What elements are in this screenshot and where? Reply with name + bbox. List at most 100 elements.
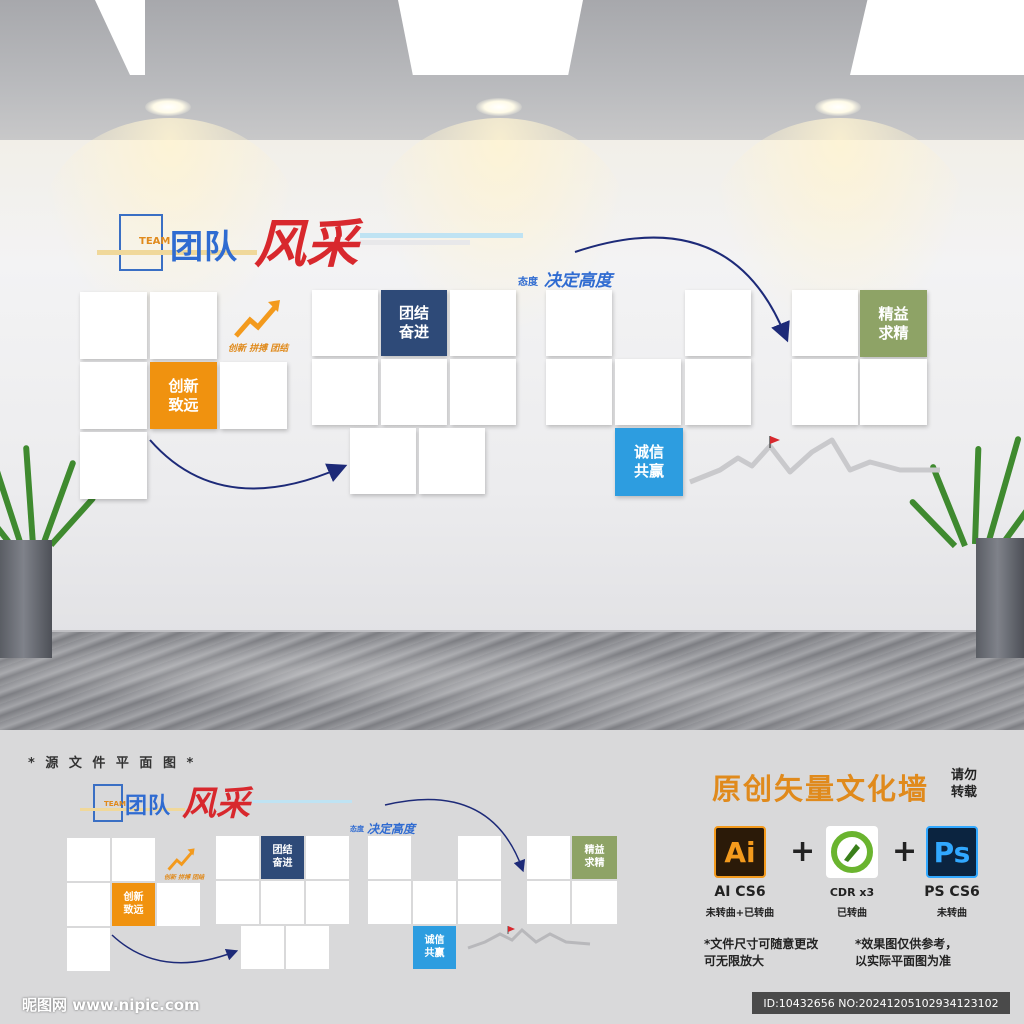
photo-frame <box>419 428 485 494</box>
source-file-section: * 源 文 件 平 面 图 * TEAM 团队 风采 创新 拼搏 团结 态度 决… <box>0 730 1024 1024</box>
title-stripe <box>360 240 470 245</box>
mini-frame <box>572 881 617 924</box>
photo-frame <box>685 290 751 356</box>
curve-arrow-2 <box>574 236 790 343</box>
photo-frame <box>80 432 147 499</box>
coreldraw-glyph <box>831 831 873 873</box>
value-tile-innovation: 创新 致远 <box>150 362 217 429</box>
plus-sign: + <box>892 834 918 869</box>
photo-frame <box>350 428 416 494</box>
photo-frame <box>220 362 287 429</box>
photo-frame <box>80 292 147 359</box>
photo-frame <box>792 290 858 356</box>
mini-frame <box>413 881 456 924</box>
footer-bar: 昵图网 www.nipic.com ID:10432656 NO:2024120… <box>0 984 1024 1024</box>
ceiling-light <box>476 98 522 116</box>
note-resizable: *文件尺寸可随意更改 可无限放大 <box>704 937 819 968</box>
mini-team-small: TEAM <box>104 800 126 808</box>
photo-frame <box>546 359 612 425</box>
value-tile-integrity: 诚信 共赢 <box>615 428 683 496</box>
mini-value-tile-innovation: 创新 致远 <box>112 883 155 926</box>
value-tile-unity: 团结 奋进 <box>381 290 447 356</box>
mini-frame <box>368 881 411 924</box>
curve-arrow-1 <box>149 439 348 490</box>
app-name-ai: AI CS6 <box>714 884 766 900</box>
mini-frame <box>458 836 501 879</box>
app-name-ps: PS CS6 <box>924 884 980 900</box>
app-note-ai: 未转曲+已转曲 <box>705 908 775 919</box>
photo-frame <box>450 290 516 356</box>
illustrator-icon: Ai <box>714 826 766 878</box>
mini-frame <box>157 883 200 926</box>
mini-frame <box>368 836 411 879</box>
mini-frame <box>241 926 284 969</box>
wall-render-scene: TEAM 团队 风采 创新 拼搏 团结 态度 决定高度 创新 致远 团结 奋进 … <box>0 0 1024 730</box>
note-reference: *效果图仅供参考， 以实际平面图为准 <box>855 937 958 968</box>
watermark-text: 昵图网 www.nipic.com <box>22 996 200 1014</box>
image-id-box: ID:10432656 NO:20241205102934123102 <box>752 992 1010 1014</box>
marble-floor <box>0 632 1024 730</box>
planter-pot-right <box>976 538 1024 658</box>
mountain-silhouette <box>689 437 940 485</box>
team-small-text: TEAM <box>139 236 171 247</box>
mini-frame <box>261 881 304 924</box>
mini-frame <box>216 836 259 879</box>
mini-red-flag-icon <box>508 926 515 932</box>
mini-slogan-small: 态度 <box>350 825 364 833</box>
ceiling-light <box>145 98 191 116</box>
keywords-text: 创新 拼搏 团结 <box>228 344 289 354</box>
photo-frame <box>312 359 378 425</box>
mini-value-tile-unity: 团结 奋进 <box>261 836 304 879</box>
photo-frame <box>381 359 447 425</box>
mini-team-title: 团队 <box>125 794 172 819</box>
mini-frame <box>527 836 570 879</box>
mini-frame <box>67 883 110 926</box>
mini-frame <box>67 838 110 881</box>
brand-note: 请勿 转载 <box>951 768 978 800</box>
photo-frame <box>312 290 378 356</box>
mini-frame <box>112 838 155 881</box>
wall-decor-svg <box>149 236 940 490</box>
photo-frame <box>860 359 927 425</box>
mini-decor-svg <box>111 798 591 964</box>
title-frame <box>119 214 163 271</box>
red-flag-icon <box>769 436 780 448</box>
mini-curve-arrow-1 <box>111 934 239 964</box>
photo-frame <box>80 362 147 429</box>
title-stripe <box>97 250 257 255</box>
mini-frame <box>458 881 501 924</box>
mini-team-script: 风采 <box>182 784 250 824</box>
mini-growth-arrow-icon <box>167 848 195 871</box>
photo-frame <box>546 290 612 356</box>
mini-frame <box>306 881 349 924</box>
team-script: 风采 <box>254 214 359 275</box>
mini-frame <box>67 928 110 971</box>
mini-curve-arrow-2 <box>384 798 526 873</box>
photo-frame <box>792 359 858 425</box>
slogan-small: 态度 <box>518 277 538 288</box>
photo-frame <box>450 359 516 425</box>
mini-title-frame <box>93 784 123 822</box>
slogan-big: 决定高度 <box>544 271 612 291</box>
team-title: 团队 <box>170 227 238 266</box>
mini-title-stripe <box>252 800 352 803</box>
mini-value-tile-excellence: 精益 求精 <box>572 836 617 879</box>
mini-frame <box>527 881 570 924</box>
value-tile-excellence: 精益 求精 <box>860 290 927 357</box>
photo-frame <box>685 359 751 425</box>
mini-title-stripe <box>80 808 185 811</box>
ceiling-panel-center <box>398 0 583 75</box>
plus-sign: + <box>790 834 816 869</box>
app-note-ps: 未转曲 <box>937 908 967 919</box>
mini-frame <box>286 926 329 969</box>
app-name-cdr: CDR x3 <box>829 886 875 899</box>
mini-frame <box>306 836 349 879</box>
photo-frame <box>615 359 681 425</box>
planter-pot-left <box>0 540 52 658</box>
mini-keywords: 创新 拼搏 团结 <box>164 874 205 881</box>
app-note-cdr: 已转曲 <box>837 908 867 919</box>
ceiling-panel-right <box>850 0 1024 75</box>
ceiling-light <box>815 98 861 116</box>
mini-frame <box>216 881 259 924</box>
brand-title: 原创矢量文化墙 <box>712 772 930 806</box>
